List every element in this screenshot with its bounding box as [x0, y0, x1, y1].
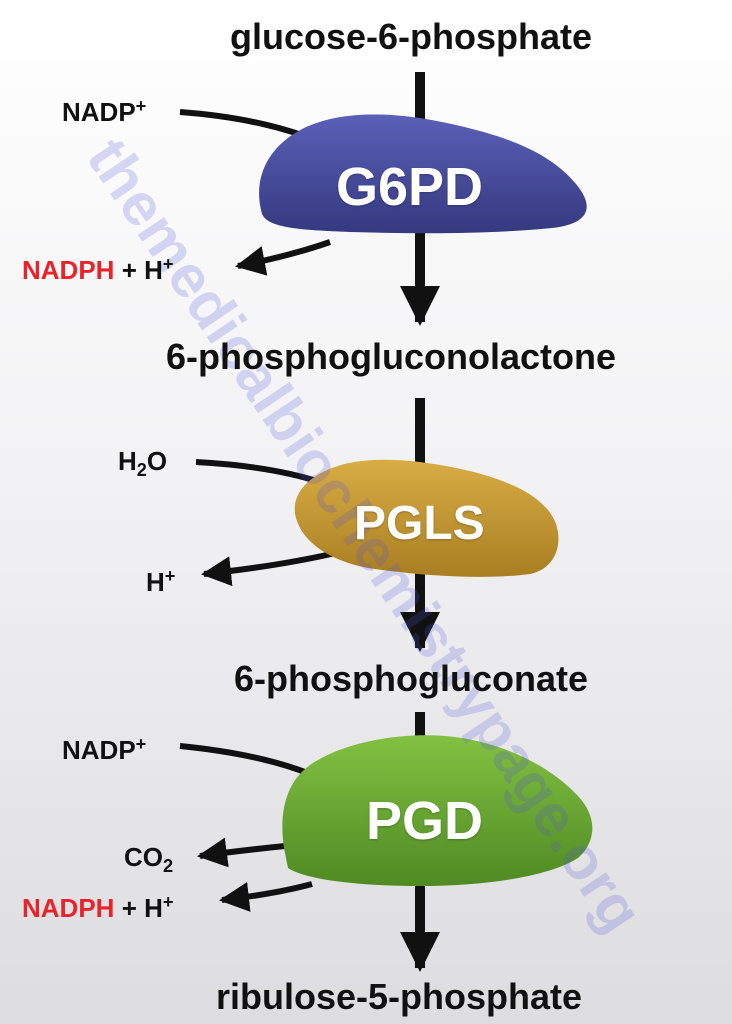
co2-sub: 2	[163, 856, 174, 876]
molecule-6-phosphogluconate: 6-phosphogluconate	[234, 658, 588, 699]
h-text-3: + H	[121, 893, 163, 923]
nadp-text-3: NADP	[62, 735, 136, 765]
plus-sup-2: +	[162, 254, 174, 274]
nadph-out-line-3	[219, 881, 313, 912]
pgls-enzyme-shape	[294, 459, 559, 577]
co2-out-line	[197, 837, 286, 868]
h2o-h: H	[118, 446, 137, 476]
h-text-1: + H	[121, 255, 163, 285]
enzyme-pgd-label: PGD	[366, 791, 484, 851]
plus-sup-4: +	[135, 734, 147, 754]
enzyme-g6pd-label: G6PD	[336, 157, 484, 217]
plus-sup-5: +	[162, 892, 174, 912]
nadph-out-line-1	[235, 239, 331, 276]
molecule-ribulose-5-phosphate: ribulose-5-phosphate	[216, 976, 583, 1017]
h-text-2: H	[146, 567, 165, 597]
nadp-text-1: NADP	[62, 97, 136, 127]
h2o-in-line	[195, 459, 321, 485]
cofactor-h-2: H+	[146, 566, 175, 598]
nadp-in-line-3	[179, 743, 312, 777]
cofactor-h2o: H2O	[118, 446, 167, 481]
molecule-glucose-6-phosphate: glucose-6-phosphate	[230, 16, 593, 57]
cofactor-nadp-1: NADP+	[62, 96, 146, 128]
nadph-text-1: NADPH	[22, 255, 115, 285]
enzyme-pgls-label: PGLS	[354, 497, 485, 550]
h2o-o: O	[146, 446, 168, 476]
cofactor-co2: CO2	[124, 842, 173, 877]
cofactor-nadph-h-3: NADPH + H+	[22, 892, 174, 924]
h2o-sub: 2	[136, 460, 147, 480]
co2-text: CO	[124, 842, 163, 872]
pgd-enzyme-shape	[282, 735, 593, 886]
cofactor-nadph-h-1: NADPH + H+	[22, 254, 174, 286]
h-out-line-2	[201, 549, 341, 587]
cofactor-nadp-3: NADP+	[62, 734, 146, 766]
plus-sup-1: +	[135, 96, 147, 116]
plus-sup-3: +	[164, 566, 176, 586]
nadph-text-3: NADPH	[22, 893, 115, 923]
molecule-6-phosphogluconolactone: 6-phosphogluconolactone	[166, 336, 616, 377]
g6pd-enzyme-shape	[259, 114, 587, 234]
